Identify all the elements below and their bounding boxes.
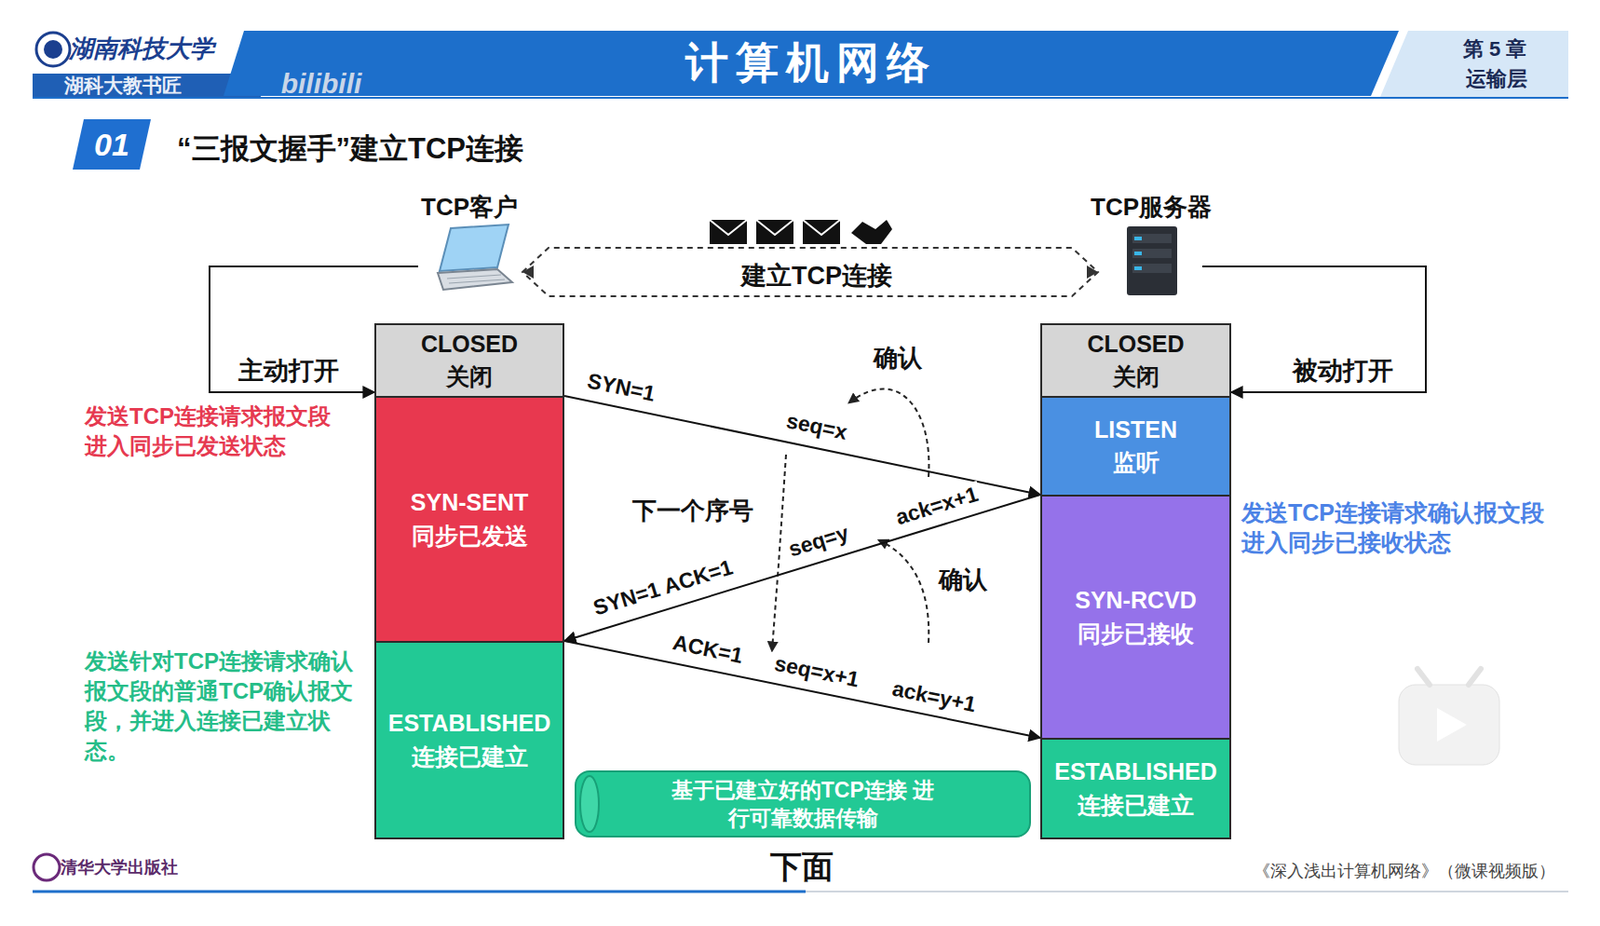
school-logo xyxy=(36,32,70,67)
node-heading: 计算机网络 xyxy=(685,36,937,91)
label-text: 确认 xyxy=(873,341,923,375)
node-subtitle: 监听 xyxy=(1112,447,1160,477)
note-text: 发送TCP连接请求报文段 进入同步已发送状态 xyxy=(84,401,355,462)
node-heading: ESTABLISHED xyxy=(388,708,552,738)
header-line xyxy=(32,96,1569,99)
connector xyxy=(1202,266,1426,393)
edge-label: 被动打开 xyxy=(1289,353,1397,388)
title-band: 计算机网络 xyxy=(223,30,1399,96)
title-band: 01 xyxy=(72,119,151,170)
note-text: 发送针对TCP连接请求确认报文段的普通TCP确认报文段，并进入连接已建立状态。 xyxy=(84,646,363,766)
edge-label: SYN=1 ACK=1 xyxy=(587,554,739,623)
node-subtitle: 关闭 xyxy=(1112,362,1160,392)
ack-curve xyxy=(879,540,929,643)
node-subtitle: 关闭 xyxy=(446,362,493,392)
connector xyxy=(522,247,1099,297)
edge-label: 建立TCP连接 xyxy=(738,258,895,293)
node-heading: 01 xyxy=(94,124,130,165)
label-text: 第 5 章 xyxy=(1463,35,1527,64)
footer-line xyxy=(32,890,806,894)
school-logo xyxy=(43,40,63,59)
label-text: ack=x+1 xyxy=(890,480,984,531)
logo-ground xyxy=(32,30,247,74)
node-heading: SYN-SENT xyxy=(410,488,529,517)
label-text: 运输层 xyxy=(1465,65,1528,94)
label-text: 下一个序号 xyxy=(632,494,754,528)
state-box: LISTEN监听 xyxy=(1040,395,1232,495)
state-box: CLOSED关闭 xyxy=(374,323,565,396)
host-icon: TCP服务器 xyxy=(1099,191,1203,298)
node-subtitle: 同步已接收 xyxy=(1077,619,1194,649)
state-box: ESTABLISHED连接已建立 xyxy=(1040,737,1232,840)
label-text: seq=x+1 xyxy=(769,650,865,693)
edge-label: 主动打开 xyxy=(235,353,342,388)
node-subtitle: 连接已建立 xyxy=(1077,790,1194,820)
node-heading: CLOSED xyxy=(420,329,518,359)
host-icon: TCP客户 xyxy=(418,191,521,298)
state-box: ESTABLISHED 连接已建立 xyxy=(374,640,565,840)
node-heading: LISTEN xyxy=(1094,415,1178,445)
press-logo xyxy=(33,854,60,881)
label-text: 下面 xyxy=(770,845,834,889)
play-icon xyxy=(1398,668,1500,765)
label-text: bilibili xyxy=(281,67,363,100)
footer-line xyxy=(805,890,1569,893)
next-seq-line xyxy=(772,454,787,651)
state-box: SYN-SENT 同步已发送 xyxy=(374,395,565,641)
label-text: seq=y xyxy=(783,519,855,564)
node-subtitle: 同步已发送 xyxy=(411,521,529,551)
data-band: 基于已建立好的TCP连接 进行可靠数据传输 xyxy=(574,770,1031,838)
node-heading: ESTABLISHED xyxy=(1054,757,1218,787)
node-heading: CLOSED xyxy=(1086,329,1184,359)
note-text: 发送TCP连接请求确认报文段 进入同步已接收状态 xyxy=(1241,497,1563,557)
band-end xyxy=(580,775,599,832)
label-text: 《深入浅出计算机网络》（微课视频版） xyxy=(1253,859,1556,882)
envelope-icons xyxy=(709,219,893,245)
node-heading: TCP服务器 xyxy=(1090,191,1212,223)
slide-title: “三报文握手”建立TCP连接 xyxy=(176,129,524,169)
label-text: 确认 xyxy=(938,563,988,597)
state-box: SYN-RCVD 同步已接收 xyxy=(1040,494,1232,738)
state-box: CLOSED关闭 xyxy=(1040,323,1232,396)
server-icon xyxy=(1104,222,1198,298)
connector xyxy=(564,640,1041,738)
connector xyxy=(564,494,1041,641)
label-text: 湖科大教书匠 xyxy=(64,72,182,99)
node-heading: TCP客户 xyxy=(420,191,518,223)
label-text: 湖南科技大学 xyxy=(68,32,215,66)
laptop-icon xyxy=(422,222,516,298)
edge-label: ACK=1 xyxy=(667,629,748,670)
band-end xyxy=(576,772,605,840)
connector xyxy=(564,395,1041,495)
label-text: ack=y+1 xyxy=(887,675,981,719)
chapter-ground xyxy=(1380,30,1569,97)
node-subtitle: 连接已建立 xyxy=(411,742,529,772)
node-heading: SYN-RCVD xyxy=(1074,585,1197,615)
label-text: 清华大学出版社 xyxy=(60,855,178,879)
node-heading: 基于已建立好的TCP连接 进行可靠数据传输 xyxy=(666,775,939,832)
label-text: seq=x xyxy=(781,406,853,446)
